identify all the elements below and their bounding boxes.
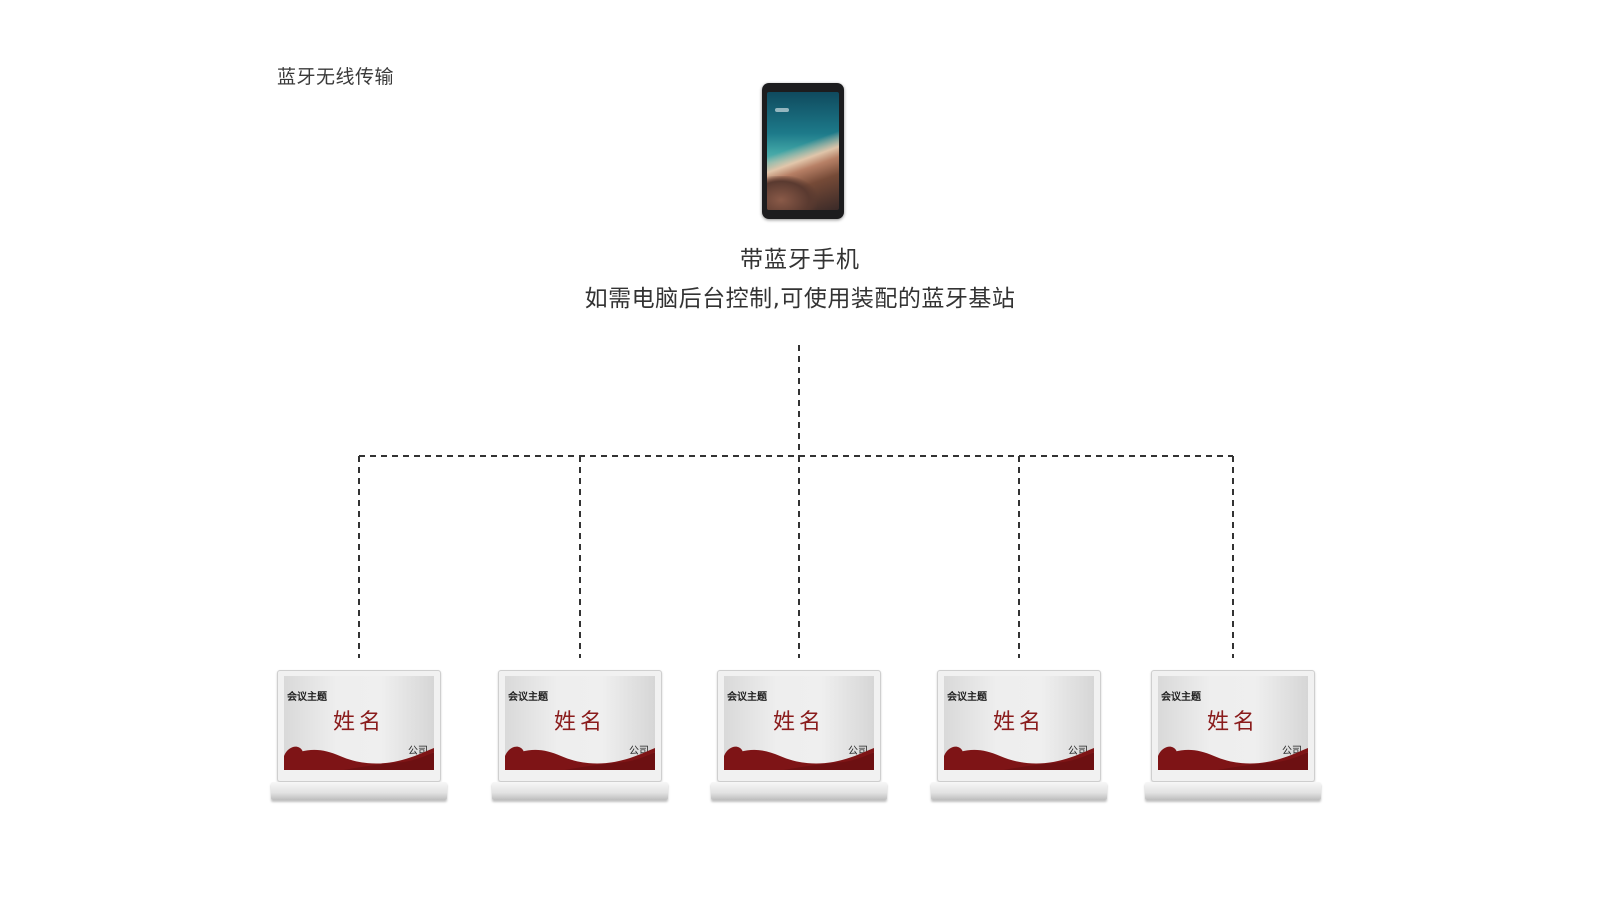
card-name: 姓名 xyxy=(772,710,825,735)
card-topic: 会议主题 xyxy=(947,692,987,703)
card-topic: 会议主题 xyxy=(287,692,327,703)
card-frame: 会议主题 姓名 公司 xyxy=(277,670,441,782)
phone-subtitle: 如需电脑后台控制,可使用装配的蓝牙基站 xyxy=(584,286,1016,312)
name-card: 会议主题 姓名 公司 xyxy=(931,670,1107,804)
card-company: 公司 xyxy=(1068,746,1088,757)
card-screen: 会议主题 姓名 公司 xyxy=(724,676,874,770)
name-card: 会议主题 姓名 公司 xyxy=(1145,670,1321,804)
card-company: 公司 xyxy=(408,746,428,757)
name-card: 会议主题 姓名 公司 xyxy=(271,670,447,804)
wave-decoration xyxy=(284,746,434,770)
card-stand xyxy=(931,782,1107,800)
wave-decoration xyxy=(944,746,1094,770)
card-frame: 会议主题 姓名 公司 xyxy=(937,670,1101,782)
card-company: 公司 xyxy=(629,746,649,757)
name-card: 会议主题 姓名 公司 xyxy=(711,670,887,804)
card-stand xyxy=(1145,782,1321,800)
tablet-icon xyxy=(762,83,844,219)
card-frame: 会议主题 姓名 公司 xyxy=(1151,670,1315,782)
card-name: 姓名 xyxy=(992,710,1045,735)
card-company: 公司 xyxy=(1282,746,1302,757)
card-stand xyxy=(492,782,668,800)
card-stand xyxy=(271,782,447,800)
card-name: 姓名 xyxy=(332,710,385,735)
card-screen: 会议主题 姓名 公司 xyxy=(944,676,1094,770)
card-screen: 会议主题 姓名 公司 xyxy=(284,676,434,770)
card-name: 姓名 xyxy=(553,710,606,735)
name-card: 会议主题 姓名 公司 xyxy=(492,670,668,804)
phone-title: 带蓝牙手机 xyxy=(740,247,860,273)
card-company: 公司 xyxy=(848,746,868,757)
card-name: 姓名 xyxy=(1206,710,1259,735)
wave-decoration xyxy=(1158,746,1308,770)
card-stand xyxy=(711,782,887,800)
wave-decoration xyxy=(505,746,655,770)
wave-decoration xyxy=(724,746,874,770)
card-topic: 会议主题 xyxy=(727,692,767,703)
card-screen: 会议主题 姓名 公司 xyxy=(1158,676,1308,770)
card-topic: 会议主题 xyxy=(508,692,548,703)
card-frame: 会议主题 姓名 公司 xyxy=(717,670,881,782)
card-frame: 会议主题 姓名 公司 xyxy=(498,670,662,782)
diagram-label: 蓝牙无线传输 xyxy=(277,66,395,88)
tablet-screen xyxy=(767,92,839,210)
card-topic: 会议主题 xyxy=(1161,692,1201,703)
card-screen: 会议主题 姓名 公司 xyxy=(505,676,655,770)
